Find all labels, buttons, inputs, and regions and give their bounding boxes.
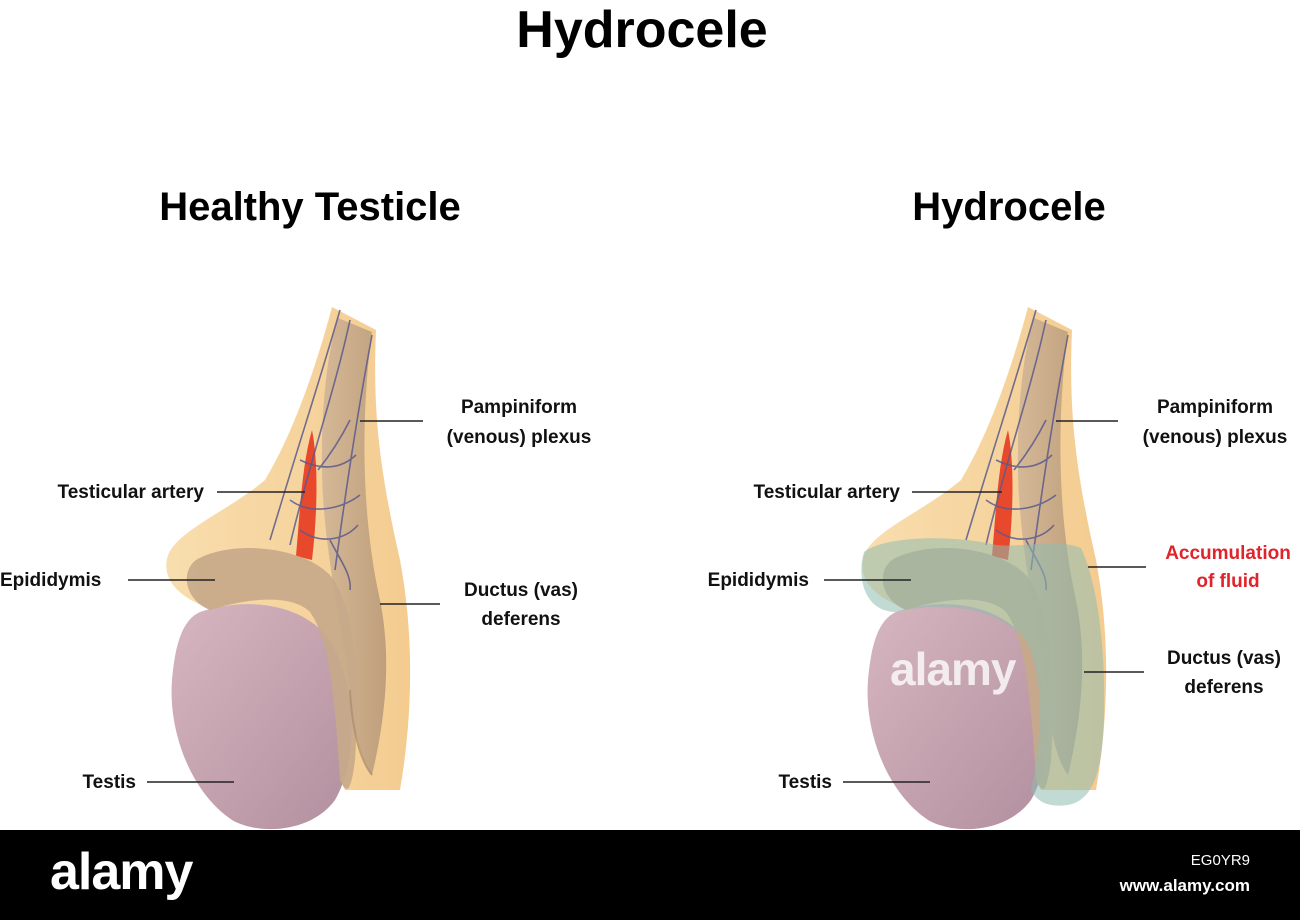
hydrocele-label-testicular-artery: Testicular artery [754, 482, 901, 503]
healthy-label-testicular-artery: Testicular artery [58, 482, 205, 503]
alamy-logo: alamy [50, 843, 193, 901]
watermark-url: www.alamy.com [1119, 876, 1250, 895]
hydrocele-label-ductus-2: deferens [1184, 677, 1263, 698]
epididymis [186, 548, 357, 789]
hydrocele-label-testis: Testis [778, 772, 832, 793]
healthy-testicle-illustration [166, 307, 411, 830]
healthy-panel: Healthy Testicle [0, 185, 592, 830]
healthy-label-ductus-1: Ductus (vas) [464, 580, 578, 601]
watermark-footer [0, 830, 1300, 920]
hydrocele-testicle-illustration [861, 307, 1107, 830]
fluid-accumulation [861, 538, 1105, 806]
healthy-label-pampiniform-1: Pampiniform [461, 397, 577, 418]
healthy-label-ductus-2: deferens [481, 609, 560, 630]
image-id: EG0YR9 [1190, 852, 1250, 869]
main-title: Hydrocele [516, 1, 767, 59]
hydrocele-label-pampiniform-2: (venous) plexus [1143, 427, 1288, 448]
hydrocele-label-accumulation-2: of fluid [1196, 571, 1259, 592]
healthy-label-pampiniform-2: (venous) plexus [447, 427, 592, 448]
hydrocele-label-epididymis: Epididymis [708, 570, 809, 591]
healthy-heading: Healthy Testicle [159, 185, 461, 229]
hydrocele-heading: Hydrocele [912, 185, 1105, 229]
hydrocele-panel: Hydrocele Pampiniform (venous) plexus [708, 185, 1291, 830]
pampiniform-plexus [965, 309, 1069, 591]
healthy-label-epididymis: Epididymis [0, 570, 101, 591]
vas-deferens [321, 318, 387, 775]
pampiniform-plexus [269, 309, 373, 591]
hydrocele-label-pampiniform-1: Pampiniform [1157, 397, 1273, 418]
testis [867, 604, 1048, 830]
testis [171, 604, 352, 830]
watermark-overlay: alamy [890, 643, 1016, 695]
hydrocele-label-accumulation-1: Accumulation [1165, 543, 1291, 564]
hydrocele-label-ductus-1: Ductus (vas) [1167, 648, 1281, 669]
healthy-label-testis: Testis [82, 772, 136, 793]
